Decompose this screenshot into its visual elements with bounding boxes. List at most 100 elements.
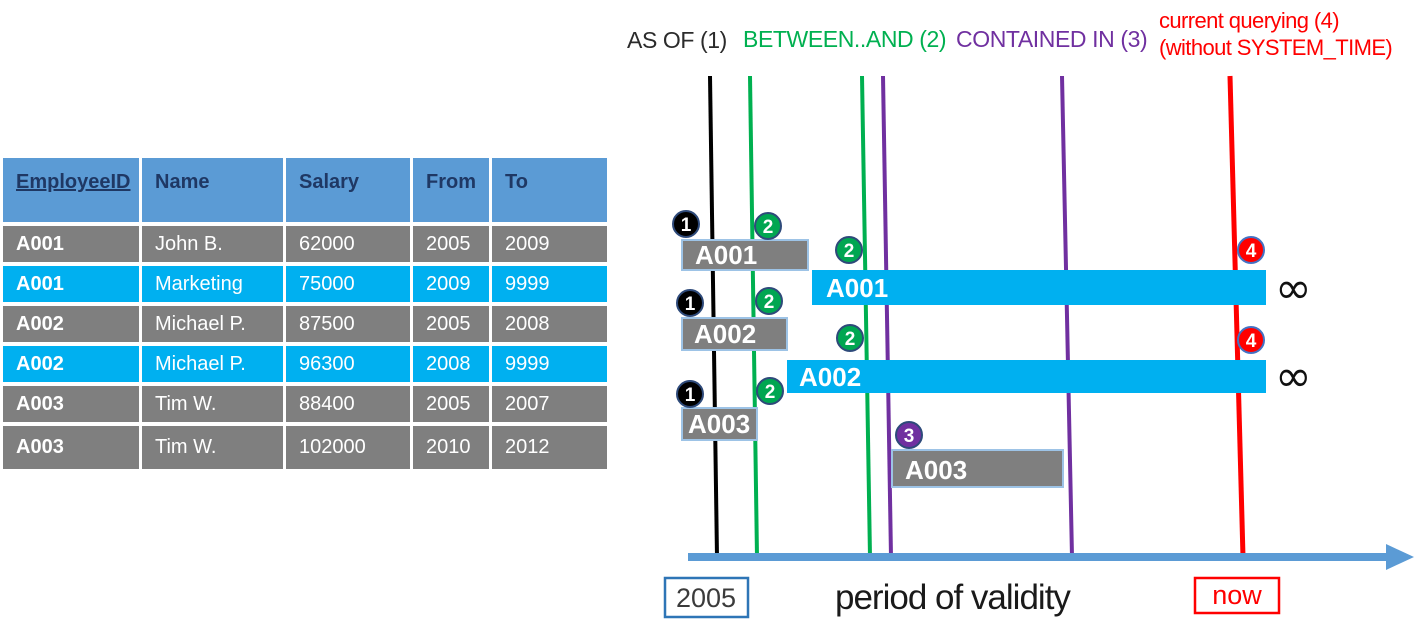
validity-bar-a003-first: A003 xyxy=(681,407,758,441)
cell-salary: 87500 xyxy=(286,306,410,342)
cell-employee-id: A003 xyxy=(3,426,139,469)
cell-employee-id: A001 xyxy=(3,266,139,302)
badge-circle xyxy=(676,289,704,317)
start-box-rect xyxy=(663,576,750,619)
infinity-symbol-a001: ∞ xyxy=(1275,263,1312,314)
cell-name: Tim W. xyxy=(142,386,283,422)
header-salary-label: Salary xyxy=(299,171,360,193)
badge-number: 2 xyxy=(763,217,774,238)
cell-name: John B. xyxy=(142,226,283,262)
header-name-label: Name xyxy=(155,171,210,193)
cell-to: 2007 xyxy=(492,386,607,422)
badge-between-a001-cyan: 2 xyxy=(835,236,863,264)
badge-number: 4 xyxy=(1246,331,1257,352)
validity-bar-a003-second: A003 xyxy=(891,449,1064,488)
badge-circle xyxy=(835,236,863,264)
badge-between-a001-gray: 2 xyxy=(754,212,782,240)
cell-to: 2008 xyxy=(492,306,607,342)
badge-number: 2 xyxy=(844,241,855,262)
legend-current-querying: current querying (4) (without SYSTEM_TIM… xyxy=(1159,7,1393,61)
bar-label: A001 xyxy=(826,273,888,303)
bar-label: A003 xyxy=(688,409,750,439)
legend-between-and: BETWEEN..AND (2) xyxy=(743,26,947,52)
bar-rect xyxy=(812,270,1266,305)
cell-from: 2005 xyxy=(413,226,489,262)
legend-current-querying-line1: current querying (4) xyxy=(1159,8,1340,33)
bar-label: A002 xyxy=(694,319,756,349)
header-salary: Salary xyxy=(286,158,410,222)
cell-from: 2009 xyxy=(413,266,489,302)
badge-current-a002: 4 xyxy=(1237,326,1265,354)
badge-as-of-a002: 1 xyxy=(676,289,704,317)
badge-number: 2 xyxy=(764,292,775,313)
cell-to: 2009 xyxy=(492,226,607,262)
table-row-highlighted: A002 Michael P. 96300 2008 9999 xyxy=(3,346,607,382)
table-row: A003 Tim W. 88400 2005 2007 xyxy=(3,386,607,422)
legend-as-of: AS OF (1) xyxy=(627,27,727,53)
header-to: To xyxy=(492,158,607,222)
axis-start-box: 2005 xyxy=(663,576,750,619)
badge-current-a001: 4 xyxy=(1237,236,1265,264)
header-from-label: From xyxy=(426,171,476,193)
cell-salary: 88400 xyxy=(286,386,410,422)
header-employee-id-label: EmployeeID xyxy=(16,171,131,193)
table-row-highlighted: A001 Marketing 75000 2009 9999 xyxy=(3,266,607,302)
cell-to: 9999 xyxy=(492,346,607,382)
validity-bar-a002-closed: A002 xyxy=(681,317,788,351)
badge-number: 1 xyxy=(681,215,692,236)
cell-salary: 75000 xyxy=(286,266,410,302)
cell-from: 2008 xyxy=(413,346,489,382)
contained-in-start-line xyxy=(881,75,893,558)
badge-number: 1 xyxy=(685,385,696,406)
between-and-end-line xyxy=(860,75,872,558)
cell-name: Tim W. xyxy=(142,426,283,469)
now-box-rect xyxy=(1193,576,1281,615)
badge-number: 4 xyxy=(1246,241,1257,262)
badge-contained-a003: 3 xyxy=(895,421,923,449)
cell-employee-id: A001 xyxy=(3,226,139,262)
cell-from: 2010 xyxy=(413,426,489,469)
bar-label: A001 xyxy=(695,240,757,270)
bar-label: A002 xyxy=(799,362,861,392)
badge-circle xyxy=(895,421,923,449)
axis-now-label: now xyxy=(1212,580,1262,610)
bar-rect xyxy=(681,407,758,441)
cell-name: Marketing xyxy=(142,266,283,302)
badge-circle xyxy=(836,324,864,352)
legend-current-querying-line2: (without SYSTEM_TIME) xyxy=(1159,35,1393,60)
axis-title: period of validity xyxy=(835,578,1071,617)
employee-history-table: EmployeeID Name Salary From To A001 John… xyxy=(0,154,610,473)
now-query-line xyxy=(1227,75,1246,558)
cell-salary: 96300 xyxy=(286,346,410,382)
header-employee-id: EmployeeID xyxy=(3,158,139,222)
badge-between-a002-cyan: 2 xyxy=(836,324,864,352)
header-name: Name xyxy=(142,158,283,222)
badge-circle xyxy=(754,212,782,240)
badge-between-a003: 2 xyxy=(756,377,784,405)
validity-bar-a002-open: A002 xyxy=(787,360,1266,393)
cell-salary: 62000 xyxy=(286,226,410,262)
badge-circle xyxy=(672,210,700,238)
table-row: A002 Michael P. 87500 2005 2008 xyxy=(3,306,607,342)
cell-name: Michael P. xyxy=(142,306,283,342)
cell-to: 9999 xyxy=(492,266,607,302)
cell-from: 2005 xyxy=(413,386,489,422)
as-of-query-line xyxy=(708,75,719,558)
badge-number: 3 xyxy=(904,426,915,447)
cell-from: 2005 xyxy=(413,306,489,342)
badge-circle xyxy=(755,287,783,315)
badge-number: 2 xyxy=(845,329,856,350)
badge-circle xyxy=(756,377,784,405)
bar-rect xyxy=(787,360,1266,393)
cell-employee-id: A002 xyxy=(3,306,139,342)
table-row: A001 John B. 62000 2005 2009 xyxy=(3,226,607,262)
contained-in-end-line xyxy=(1060,75,1074,558)
validity-bar-a001-open: A001 xyxy=(812,270,1266,305)
badge-number: 2 xyxy=(765,382,776,403)
badge-between-a002-gray: 2 xyxy=(755,287,783,315)
badge-as-of-a001: 1 xyxy=(672,210,700,238)
cell-to: 2012 xyxy=(492,426,607,469)
badge-as-of-a003: 1 xyxy=(676,380,704,408)
